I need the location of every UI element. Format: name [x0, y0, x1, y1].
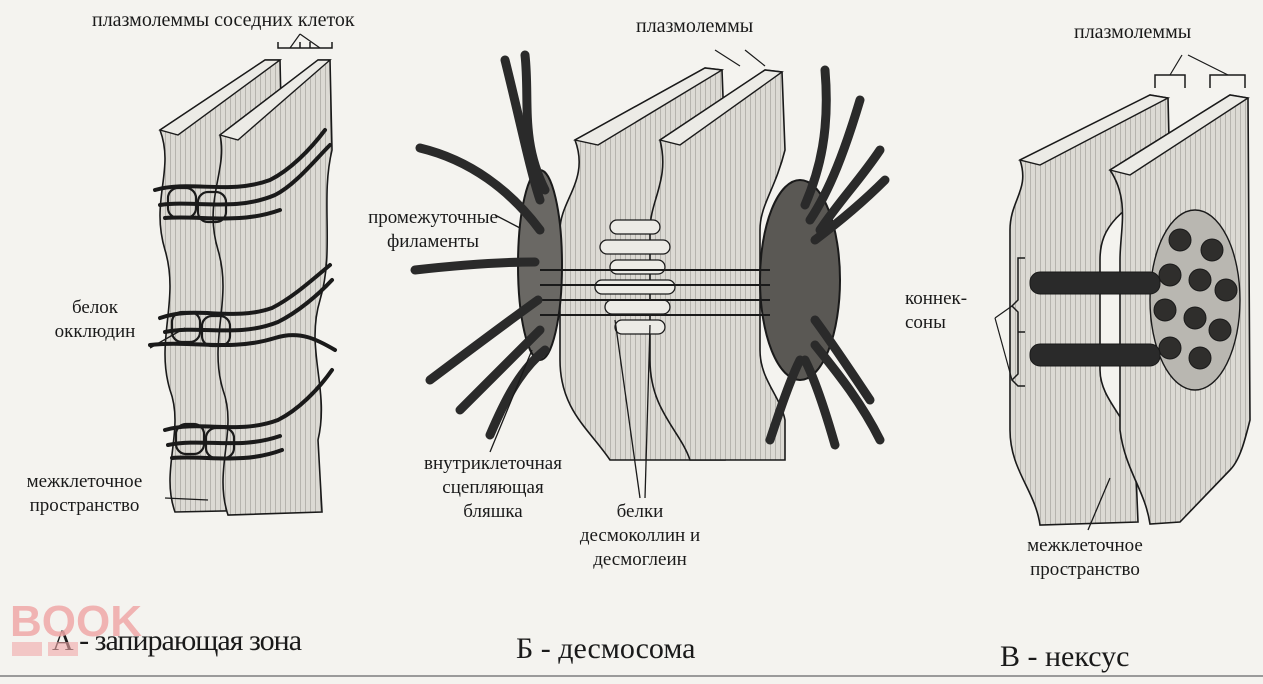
panel-a-protein-label-line2: окклюдин: [54, 321, 136, 342]
panel-c-top-label: плазмолеммы: [1074, 21, 1192, 43]
panel-a-bracket: [277, 42, 333, 49]
panel-b-protein-pointer-2: [644, 324, 651, 499]
panel-c-drawing: [994, 54, 1251, 531]
panel-c-space-pointer: [1087, 477, 1111, 531]
book-watermark-logo: BOOK: [10, 597, 142, 656]
panel-a-space-label: межклеточное пространство: [2, 470, 167, 518]
panel-c-connexon-label: коннек- соны: [905, 287, 967, 335]
panel-c-bracket: [1154, 74, 1246, 88]
panel-b-top-label: плазмолеммы: [636, 15, 754, 37]
connexon-1: [1168, 228, 1192, 252]
panel-b-protein-label-line3: десмоглеин: [593, 549, 687, 570]
svg-text:BOOK: BOOK: [10, 597, 142, 646]
panel-b-plaque-right: [759, 179, 841, 381]
panel-a-protein-pointer: [149, 327, 186, 349]
panel-b-filament-label-line1: промежуточные: [368, 207, 498, 228]
panel-b-membrane-right: [649, 69, 786, 461]
panel-c-connexon-label-line1: коннек-: [905, 288, 968, 309]
panel-a-space-label-line2: пространство: [29, 495, 140, 516]
connexon-2: [1200, 238, 1224, 262]
panel-b-plaque-label-line1: внутриклеточная: [424, 453, 562, 474]
panel-a-space-label-line1: межклеточное: [26, 471, 143, 492]
panel-c-space-label: межклеточное пространство: [1000, 534, 1170, 582]
connexon-10: [1188, 346, 1212, 370]
panel-a-protein-label: белок окклюдин: [40, 296, 150, 344]
panel-c-brace: [1010, 257, 1025, 387]
connexon-4: [1188, 268, 1212, 292]
panel-a-drawing: [148, 33, 337, 516]
connexon-8: [1208, 318, 1232, 342]
panel-c-space-label-line2: пространство: [1030, 559, 1140, 580]
connexon-5: [1214, 278, 1238, 302]
panel-b-plaque-label: внутриклеточная сцепляющая бляшка: [393, 452, 593, 524]
panel-b-filament-label: промежуточные филаменты: [338, 206, 528, 254]
panel-b-protein-label-line1: белки: [616, 501, 664, 522]
connexon-6: [1153, 298, 1177, 322]
panel-b-filament-label-line2: филаменты: [386, 231, 480, 252]
panel-c-space-label-line1: межклеточное: [1027, 535, 1143, 556]
panel-b-plaque-label-line3: бляшка: [463, 501, 523, 522]
connexon-3: [1158, 263, 1182, 287]
panel-c-caption: В - нексус: [1000, 640, 1130, 673]
panel-b-protein-label-line2: десмоколлин и: [579, 525, 701, 546]
panel-a-caption: А - запирающая зона: [52, 624, 302, 657]
connexon-7: [1183, 306, 1207, 330]
panel-a-protein-label-line1: белок: [71, 297, 119, 318]
panel-b-plaque-label-line2: сцепляющая: [442, 477, 544, 498]
panel-b-caption: Б - десмосома: [516, 632, 696, 665]
connexon-9: [1158, 336, 1182, 360]
panel-b-protein-pointer-1: [614, 319, 641, 499]
panel-c-connexon-label-line2: соны: [905, 312, 946, 333]
panel-a-top-label: плазмолеммы соседних клеток: [92, 9, 355, 31]
panel-a-space-pointer: [164, 497, 209, 501]
panel-b-filament-pointer: [494, 214, 521, 229]
panel-b-plaque-pointer: [489, 349, 533, 453]
bottom-rule: [0, 675, 1263, 677]
panel-b-protein-label: белки десмоколлин и десмоглеин: [540, 500, 740, 572]
panel-b-drawing: [410, 49, 890, 499]
